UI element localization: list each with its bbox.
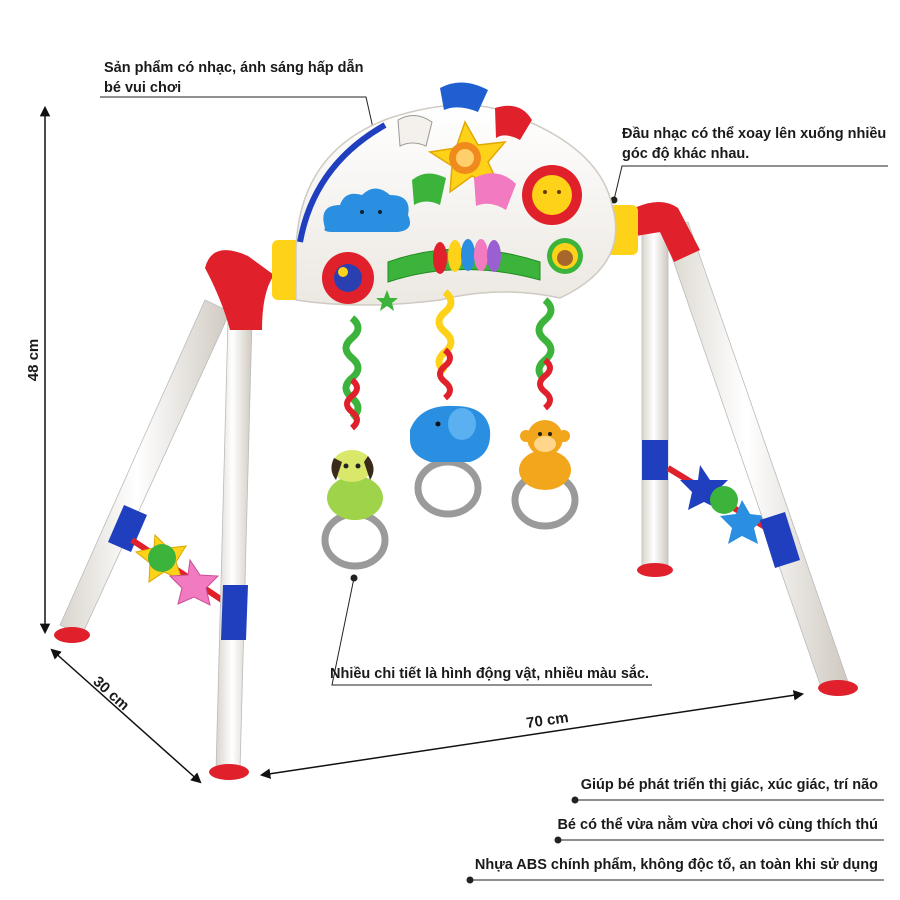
music-arch-panel [272,82,638,311]
height-dimension: 48 cm [25,105,51,635]
callout-rotating-head-line1: Đầu nhạc có thể xoay lên xuống nhiều [622,126,887,142]
callout-animal-details-text: Nhiều chi tiết là hình động vật, nhiều m… [330,666,650,682]
feature-item: Giúp bé phát triển thị giác, xúc giác, t… [580,777,878,793]
sun-button-icon [522,165,582,225]
slider-rings [433,239,501,274]
callout-music-lights: Sản phẩm có nhạc, ánh sáng hấp dẫn bé vu… [104,58,363,98]
feature-item: Nhựa ABS chính phẩm, không độc tố, an to… [474,857,878,873]
back-right-leg [637,231,673,577]
hanging-toy-dog [321,315,389,570]
green-star-icon [376,290,398,311]
monkey-badge-icon [547,238,583,274]
depth-label: 30 cm [90,673,133,714]
depth-dimension: 30 cm [50,648,202,784]
front-right-leg [630,201,858,696]
carousel-horses-icon [397,82,532,210]
hanging-toy-elephant [410,289,491,518]
right-crossbar-toy [666,465,772,544]
callout-rotating-head: Đầu nhạc có thể xoay lên xuống nhiều góc… [622,124,886,164]
callout-music-lights-line2: bé vui chơi [104,80,182,96]
left-crossbar-toy [130,533,224,606]
cloud-icon [323,188,411,232]
width-label: 70 cm [525,709,569,732]
front-left-leg [205,250,274,780]
width-dimension: 70 cm [259,690,805,779]
height-label: 48 cm [25,339,42,382]
back-left-leg [54,299,231,643]
hanging-toy-monkey [511,297,579,530]
callout-music-lights-line1: Sản phẩm có nhạc, ánh sáng hấp dẫn [104,60,364,76]
feature-item: Bé có thể vừa nằm vừa chơi vô cùng thích… [557,817,878,833]
callout-animal-details: Nhiều chi tiết là hình động vật, nhiều m… [330,664,649,684]
red-flower-button-icon [322,252,374,304]
callout-lines [100,96,888,884]
callout-rotating-head-line2: góc độ khác nhau. [622,146,750,162]
